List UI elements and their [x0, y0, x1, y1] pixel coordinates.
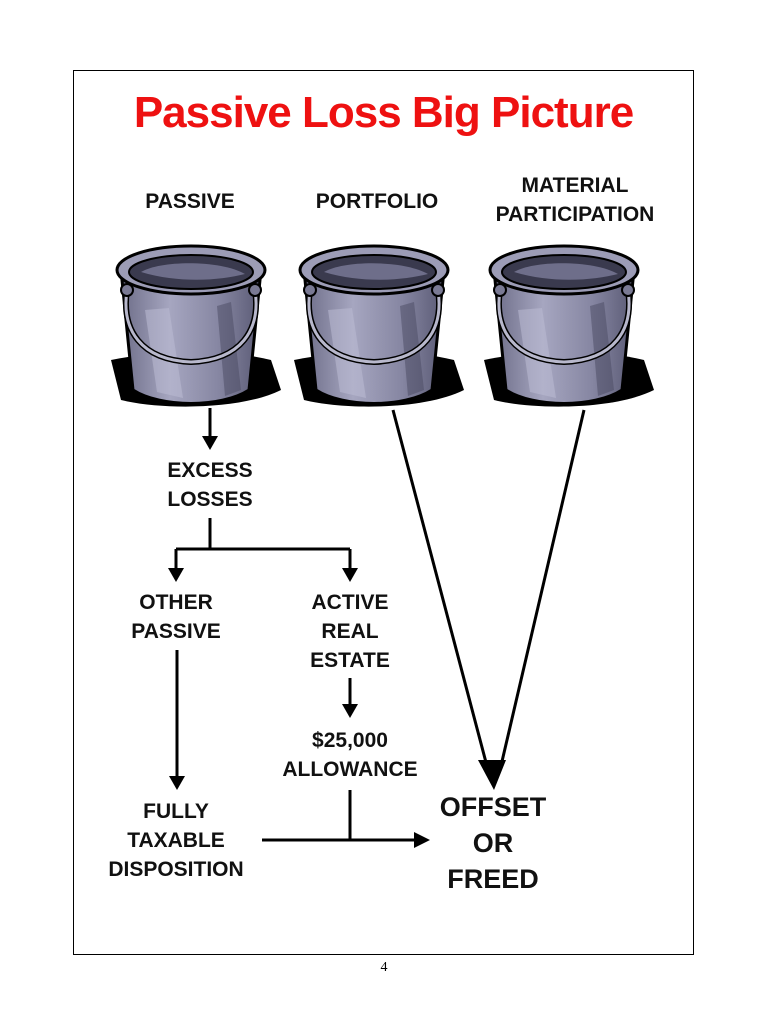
node-offset-or-freed: OFFSET OR FREED [439, 792, 547, 894]
node-allowance: $25,000 ALLOWANCE [282, 729, 418, 781]
bucket-passive-icon [111, 246, 281, 407]
bucket-portfolio-icon [294, 246, 464, 407]
bucket-label-passive: PASSIVE [145, 190, 235, 213]
arrow-active-to-allowance [342, 678, 358, 718]
bucket-label-portfolio: PORTFOLIO [315, 190, 439, 213]
node-other-passive: OTHER PASSIVE [131, 591, 221, 643]
diagram-title: Passive Loss Big Picture [133, 88, 634, 137]
arrow-taxable-to-offset [262, 790, 430, 848]
bucket-material-participation-icon [484, 246, 654, 407]
bucket-label-material-participation: MATERIAL PARTICIPATION [495, 174, 655, 226]
arrow-excess-split [168, 518, 358, 582]
node-fully-taxable-disposition: FULLY TAXABLE DISPOSITION [108, 800, 244, 881]
page-number: 4 [380, 960, 388, 975]
arrow-other-passive-to-taxable [169, 650, 185, 790]
node-active-real-estate: ACTIVE REAL ESTATE [310, 591, 390, 672]
arrow-passive-to-excess [202, 408, 218, 450]
page-frame [73, 70, 694, 955]
arrow-buckets-to-offset [391, 409, 586, 790]
node-excess-losses: EXCESS LOSSES [167, 459, 253, 511]
